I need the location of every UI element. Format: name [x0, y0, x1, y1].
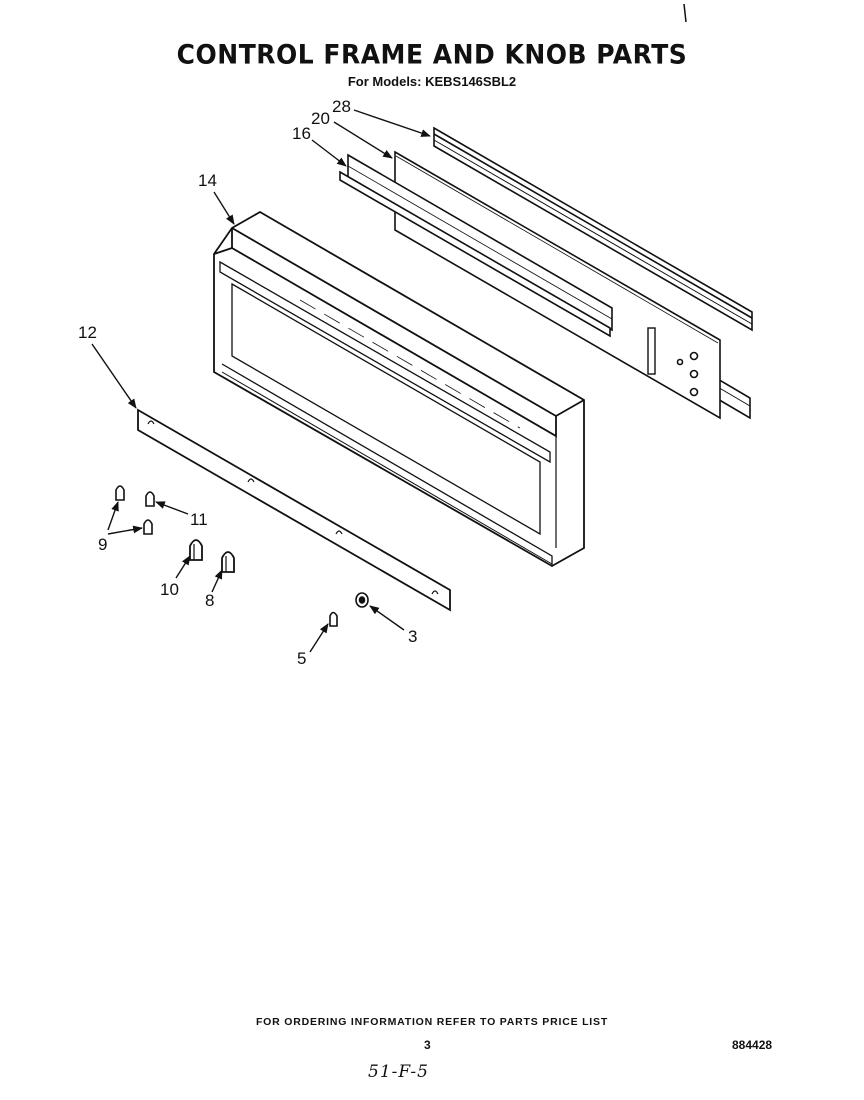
handwritten-note: 51-F-5: [368, 1062, 429, 1082]
callout-20: 20: [311, 109, 330, 128]
page-number: 3: [424, 1038, 431, 1052]
knob-10: [189, 539, 203, 561]
ordering-note: FOR ORDERING INFORMATION REFER TO PARTS …: [255, 1016, 609, 1028]
callout-5: 5: [297, 649, 306, 668]
callout-9: 9: [98, 535, 107, 554]
part-28-trim-strip: [433, 126, 753, 420]
page-title: CONTROL FRAME AND KNOB PARTS: [176, 39, 688, 70]
part-3-washer: [355, 592, 369, 608]
corner-mark: [683, 3, 687, 23]
callout-11: 11: [190, 510, 208, 529]
callout-12: 12: [78, 323, 97, 342]
part-12-nameplate-strip: [137, 408, 451, 612]
callout-28: 28: [332, 97, 351, 116]
drawing-number: 884428: [732, 1038, 773, 1052]
callout-10: 10: [160, 580, 179, 599]
callout-16: 16: [292, 124, 311, 143]
callout-8: 8: [205, 591, 214, 610]
part-14-control-frame: [213, 210, 585, 568]
model-subtitle: For Models: KEBS146SBL2: [347, 74, 517, 89]
knob-5: [329, 611, 338, 627]
callout-3: 3: [408, 627, 417, 646]
knob-9-upper: [115, 485, 125, 501]
knob-8: [221, 551, 235, 573]
knob-9-lower: [143, 519, 153, 535]
part-16-strip: [339, 153, 613, 338]
knob-11: [145, 491, 155, 507]
leader-lines: [91, 109, 431, 653]
callout-14: 14: [198, 171, 217, 190]
